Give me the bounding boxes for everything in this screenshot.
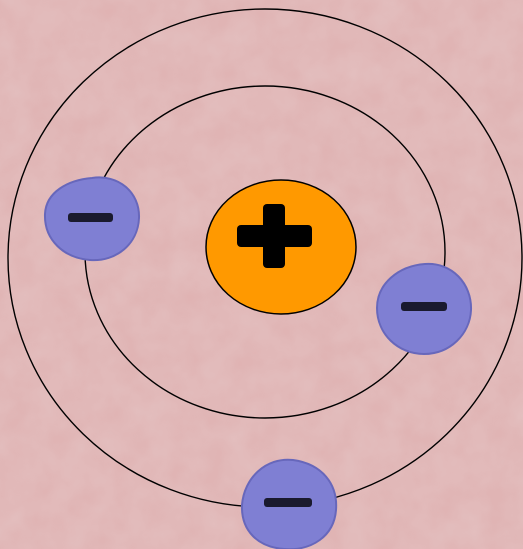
minus-icon [401,302,447,311]
nucleus [205,179,357,315]
electron-bottom [240,458,338,549]
plus-icon [237,204,312,268]
minus-icon [264,498,312,507]
minus-icon [68,213,113,222]
electron-right [375,262,473,356]
electron-left [43,176,141,262]
